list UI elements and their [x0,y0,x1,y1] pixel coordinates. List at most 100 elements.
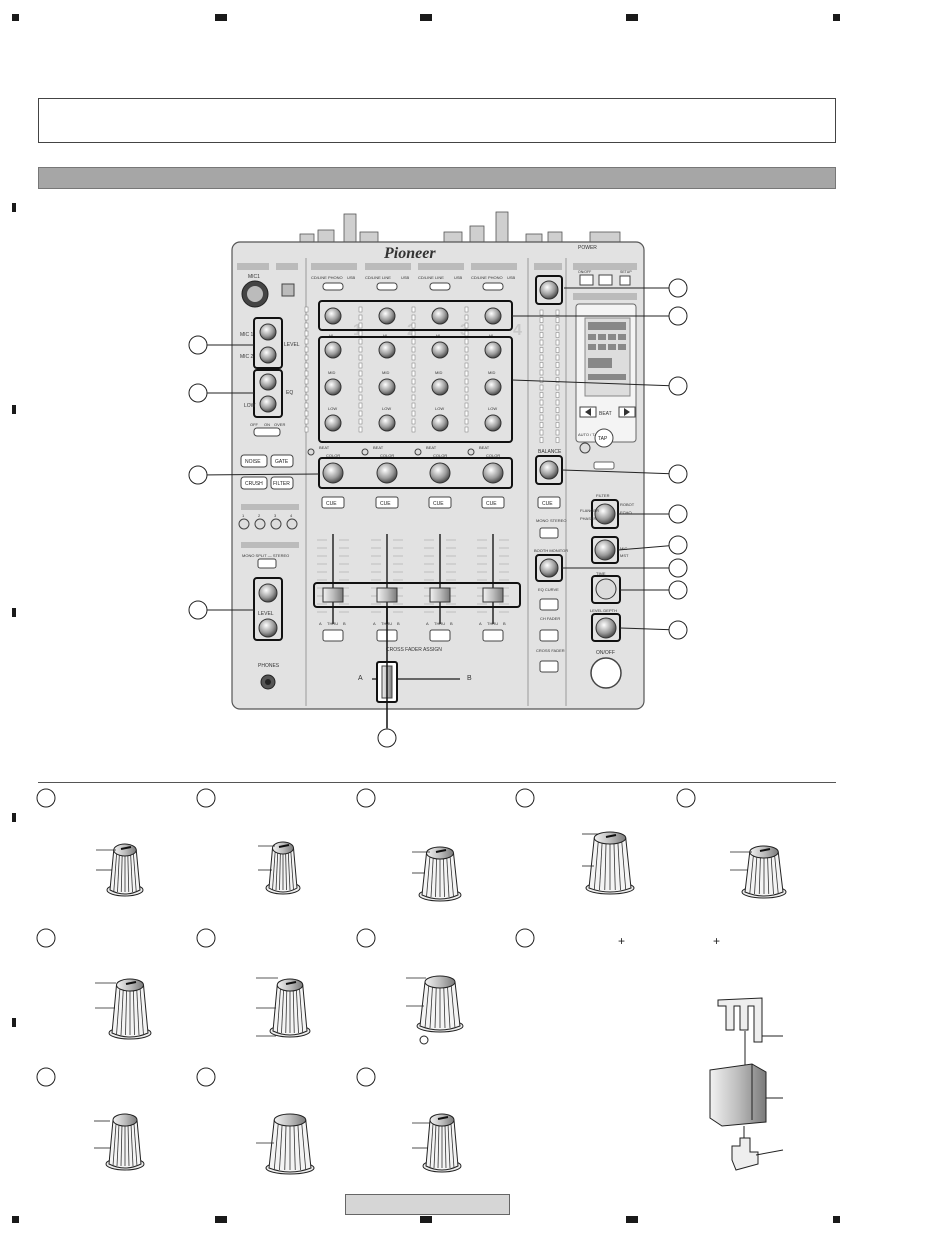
ch4-low-knob[interactable] [484,414,502,432]
auto-tap-button[interactable] [579,442,591,454]
input-select-switch-3[interactable] [429,282,451,291]
eq-curve-switch[interactable] [539,598,559,611]
mic2-level-knob[interactable] [259,346,277,364]
ch2-fader-knob[interactable] [376,587,398,603]
ch2-cue-button[interactable] [375,496,399,509]
mic1-level-knob[interactable] [259,323,277,341]
ch2-trim-knob[interactable] [378,307,396,325]
crossfader-curve-switch[interactable] [539,660,559,673]
ch4-color-knob[interactable] [482,462,504,484]
knob-ridge [297,1123,301,1171]
knob-ridge [450,985,456,1029]
effects-on-off-button[interactable] [590,657,622,689]
ch2-mid-knob[interactable] [378,378,396,396]
fx-on-off-button[interactable] [579,274,594,286]
effect-select-knob[interactable] [594,503,616,525]
master-meter-led-left [539,362,544,368]
ch1-mid-knob[interactable] [324,378,342,396]
color-label: COLOR [486,453,500,458]
master-cue-button[interactable] [537,496,561,509]
fx-setup-button[interactable] [619,275,631,286]
time-parameter-knob[interactable] [595,578,617,600]
noise-button[interactable] [240,454,268,468]
assign-thru-label: THRU [327,621,338,626]
level-depth-knob[interactable] [595,617,617,639]
knob-illustration [106,843,144,897]
ch3-mid-knob[interactable] [431,378,449,396]
knob-ridge [429,985,433,1029]
knob-ridge [276,988,281,1034]
knob-ridge [447,985,451,1029]
ch3-color-knob[interactable] [429,462,451,484]
knob-ridge [301,1123,307,1171]
fader-start-2-button[interactable] [254,518,266,530]
knob-illustration [418,846,462,902]
ch4-trim-knob[interactable] [484,307,502,325]
fader-start-4-button[interactable] [286,518,298,530]
input-select-switch-2[interactable] [376,282,398,291]
tap-button[interactable] [594,428,614,448]
ch4-fader-knob[interactable] [482,587,504,603]
input-select-switch-4[interactable] [482,282,504,291]
ch3-low-knob[interactable] [431,414,449,432]
xfader-a-label: A [358,675,363,682]
mic-on-off-switch[interactable] [253,427,281,437]
tap-label: TAP [598,436,608,442]
level-meter-led [464,362,469,369]
callout-circle [668,558,688,578]
ch3-crossfader-assign-switch[interactable] [429,629,451,642]
mic-eq-low-knob[interactable] [259,395,277,413]
ch3-fader-knob[interactable] [429,587,451,603]
channel-fader-track [332,534,334,624]
ch1-low-knob[interactable] [324,414,342,432]
fader-start-2-label: 2 [258,513,261,518]
ch2-hi-knob[interactable] [378,341,396,359]
ch4-cue-button[interactable] [481,496,505,509]
callout-circle [188,335,208,355]
ch3-trim-knob[interactable] [431,307,449,325]
power-label: POWER [578,245,597,251]
auto-tap-label: AUTO / TAP [578,432,600,437]
ch1-crossfader-assign-switch[interactable] [322,629,344,642]
channel-select-knob[interactable] [594,539,616,561]
fader-start-1-button[interactable] [238,518,250,530]
margin-mark [12,813,16,822]
ch3-hi-knob[interactable] [431,341,449,359]
mono-stereo-switch[interactable] [539,527,559,539]
balance-knob[interactable] [539,460,559,480]
knob-illustration [265,1113,315,1175]
knob-ridge [127,853,130,893]
input-select-switch-1[interactable] [322,282,344,291]
level-meter-led [358,306,363,313]
knob-illustration [585,831,635,895]
knob-ridge [272,851,276,891]
booth-monitor-knob[interactable] [539,558,559,578]
ch1-cue-button[interactable] [321,496,345,509]
crush-button[interactable] [240,476,268,490]
knob-illustration [416,975,464,1033]
ch2-color-knob[interactable] [376,462,398,484]
master-meter-led-left [539,392,544,398]
knob-cap [429,1113,455,1127]
ch2-low-knob[interactable] [378,414,396,432]
ch4-mid-knob[interactable] [484,378,502,396]
ch1-color-knob[interactable] [322,462,344,484]
filter-button[interactable] [270,476,294,490]
headphone-mixing-knob[interactable] [258,583,278,603]
ch1-hi-knob[interactable] [324,341,342,359]
ch1-trim-knob[interactable] [324,307,342,325]
fader-start-3-button[interactable] [270,518,282,530]
ch1-fader-knob[interactable] [322,587,344,603]
gate-button[interactable] [270,454,294,468]
ch4-hi-knob[interactable] [484,341,502,359]
ch3-cue-button[interactable] [428,496,452,509]
ch-fader-curve-switch[interactable] [539,629,559,642]
mono-split-switch[interactable] [257,558,277,569]
ch4-crossfader-assign-switch[interactable] [482,629,504,642]
mic-eq-hi-knob[interactable] [259,373,277,391]
headphone-level-knob[interactable] [258,618,278,638]
callout-leader-line [561,469,679,475]
fx-start-stop-button[interactable] [598,274,613,286]
master-level-knob[interactable] [539,280,559,300]
